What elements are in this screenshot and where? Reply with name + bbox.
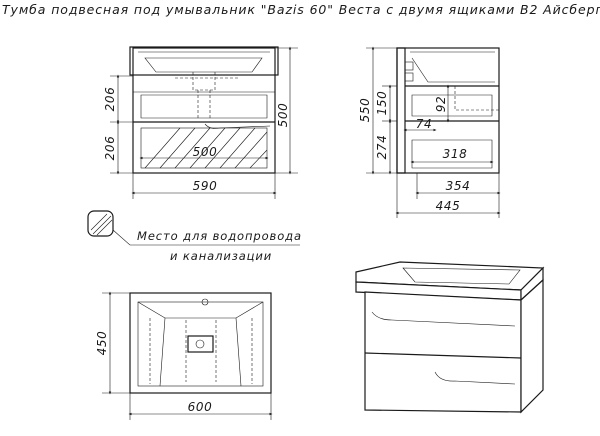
dim-top-width: 600 (188, 400, 213, 414)
dim-front-total-height: 500 (276, 103, 290, 128)
top-view-outline (129, 292, 272, 394)
legend-label-line2: и канализации (170, 249, 272, 263)
legend: Место для водопровода и канализации (87, 210, 302, 263)
front-view-drawer-hatch (140, 127, 268, 169)
front-view-basin (129, 46, 279, 76)
dim-siphon-cutout: 92 (434, 96, 448, 112)
dim-lower-drawer-offset: 74 (416, 117, 432, 131)
dim-cabinet-depth: 354 (446, 179, 471, 193)
legend-label-line1: Место для водопровода (137, 229, 302, 243)
dim-upper-drawer-height: 150 (375, 91, 389, 116)
dim-total-depth: 445 (436, 199, 461, 213)
legend-hatch-symbol (87, 210, 114, 237)
perspective-view (355, 261, 545, 414)
dim-drawer-height-1: 206 (103, 87, 117, 112)
plumbing-cutout (187, 335, 214, 353)
front-view: 206 206 500 500 590 (103, 46, 298, 199)
dim-lower-drawer-height: 274 (375, 135, 389, 160)
dim-front-width: 590 (193, 179, 218, 193)
perspective-cabinet-front (364, 291, 522, 413)
dim-inner-width: 500 (193, 145, 218, 159)
side-view: 550 150 274 92 74 318 354 445 (358, 46, 501, 218)
dim-lower-drawer-depth: 318 (443, 147, 468, 161)
perspective-upper-drawer-handle (371, 311, 516, 327)
dim-side-total-height: 550 (358, 98, 372, 123)
dim-drawer-height-2: 206 (103, 136, 117, 161)
drawing-title: Тумба подвесная под умывальник "Bazis 60… (2, 2, 600, 17)
front-view-body (132, 47, 276, 174)
dim-top-depth: 450 (95, 331, 109, 356)
top-view: 450 600 (95, 291, 273, 420)
overflow-hole (201, 298, 209, 306)
perspective-lower-drawer-handle (434, 371, 516, 385)
